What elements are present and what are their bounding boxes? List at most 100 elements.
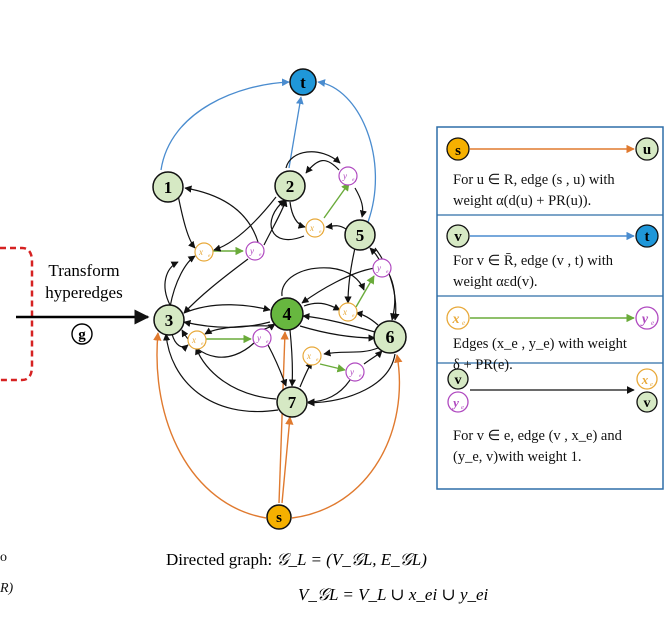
y4-label: y [256, 333, 261, 343]
legend-row4-to-top: x [641, 372, 649, 387]
edge-6-x5 [323, 347, 379, 357]
legend-row4-text2: (y_e, v)with weight 1. [453, 449, 581, 465]
node-s: s [266, 504, 292, 530]
edge-node-x3: x e₃ [338, 302, 358, 322]
legend-border [436, 126, 664, 490]
left-cut-char-2: R) [0, 581, 14, 596]
y4-sub: e₄ [266, 339, 270, 345]
node-5: 5 [344, 219, 376, 251]
y2-sub: e₂ [352, 177, 356, 183]
node-2: 2 [274, 170, 306, 202]
legend-row3-from-sub: e [462, 319, 465, 327]
edge-s-to-4 [278, 331, 289, 504]
edge-node-x2: x e₂ [305, 218, 325, 238]
formula-line1-math: 𝒢_L = (V_𝒢L, E_𝒢L) [276, 550, 427, 569]
node-4: 4 [270, 297, 304, 331]
edge-3-loop [164, 261, 179, 306]
transform-label-line1: Transform [48, 261, 119, 280]
node-2-label: 2 [286, 177, 295, 196]
edge-y1-3 [183, 258, 249, 314]
edge-7-x5 [299, 361, 313, 388]
x2-sub: e₂ [319, 229, 323, 235]
node-6: 6 [373, 320, 407, 354]
edge-node-y2: y e₂ [338, 166, 358, 186]
dashed-red-box-edge [0, 246, 34, 382]
node-1: 1 [152, 171, 184, 203]
node-7: 7 [276, 386, 308, 418]
edge-node-x5: x e₅ [302, 346, 322, 366]
edge-3-4 [183, 304, 271, 314]
legend-row3-text1: Edges (x_e , y_e) with weight [453, 336, 627, 352]
edge-x2-loop [270, 199, 305, 241]
edge-2-loop [285, 151, 341, 169]
y5-sub: e₅ [359, 373, 363, 379]
y1-sub: e₁ [259, 252, 263, 258]
x4-label: x [191, 335, 196, 345]
node-t-label: t [300, 73, 306, 92]
edge-y1-1 [184, 185, 259, 243]
edge-4-3 [183, 319, 271, 328]
edge-node-y1: y e₁ [245, 241, 265, 261]
edge-node-y5: y e₅ [345, 362, 365, 382]
legend-row4-from-sub: e [461, 404, 464, 411]
edge-x5-y5 [319, 363, 346, 373]
y3-label: y [376, 263, 381, 273]
x5-label: x [306, 351, 311, 361]
node-7-label: 7 [288, 393, 297, 412]
legend-row-3: x e y e Edges (x_e , y_e) with weight δ … [446, 306, 659, 373]
node-3-label: 3 [165, 311, 174, 330]
legend-row3-to-sub: e [651, 319, 654, 327]
edge-5-6 [374, 247, 400, 321]
edge-4-loop [281, 267, 365, 297]
edge-6-4 [302, 313, 376, 333]
formula: Directed graph: 𝒢_L = (V_𝒢L, E_𝒢L) V_𝒢L … [166, 550, 489, 604]
legend-row-2: v t For v ∈ R̄, edge (v , t) with weight… [446, 224, 659, 290]
legend-row1-to: u [643, 142, 651, 158]
legend-row4-to-bottom: v [644, 396, 651, 411]
legend-row-4: v y e x e v For v ∈ e, edge (v , x_e) an… [447, 368, 658, 465]
edge-5-x2 [325, 222, 347, 230]
legend-row2-to: t [645, 229, 650, 245]
edge-4-x4 [204, 325, 275, 335]
formula-line2: V_𝒢L = V_L ∪ x_ei ∪ y_ei [298, 585, 489, 604]
edge-node-x4: x e₄ [187, 330, 207, 350]
edge-5-x3 [344, 247, 356, 304]
edge-3-x4 [171, 333, 189, 352]
edge-1-x1 [177, 194, 196, 249]
edge-4-7 [288, 329, 296, 387]
circled-g-ring [71, 323, 93, 345]
y5-label: y [349, 367, 354, 377]
x3-label: x [342, 307, 347, 317]
transform-label-line2: hyperedges [45, 283, 122, 302]
edge-s-to-6 [291, 354, 403, 519]
legend-row3-text2: δ + PR(e). [453, 357, 513, 373]
edge-5-to-t [317, 79, 377, 223]
x2-label: x [309, 223, 314, 233]
legend-row3-from: x [452, 312, 460, 327]
legend-row1-from: s [455, 143, 461, 159]
x4-sub: e₄ [201, 341, 205, 347]
edge-y2-5 [354, 187, 367, 218]
edge-2-to-t [288, 96, 304, 169]
edge-1-to-t [160, 78, 290, 171]
edge-6-7 [307, 353, 396, 407]
orange-edges [153, 331, 403, 519]
edge-s-to-3 [153, 332, 267, 519]
edge-2-x2 [289, 201, 306, 229]
legend-row2-text2: weight αεd(v). [453, 274, 538, 290]
blue-edges [160, 78, 377, 223]
node-1-label: 1 [164, 178, 173, 197]
legend-row2-text1: For v ∈ R̄, edge (v , t) with [453, 253, 614, 269]
edge-7-x4 [195, 347, 277, 400]
legend-row4-to-sub: e [650, 381, 653, 388]
formula-line1-prefix: Directed graph: [166, 550, 276, 569]
node-s-label: s [276, 510, 282, 526]
legend-row1-text1: For u ∈ R, edge (s , u) with [453, 172, 615, 188]
edge-x2-y2 [323, 182, 350, 219]
edge-y4-7 [267, 344, 288, 387]
legend-row4-from-bottom: y [451, 395, 459, 410]
edge-y5-6 [363, 350, 383, 365]
edge-x3-y3 [355, 275, 375, 308]
